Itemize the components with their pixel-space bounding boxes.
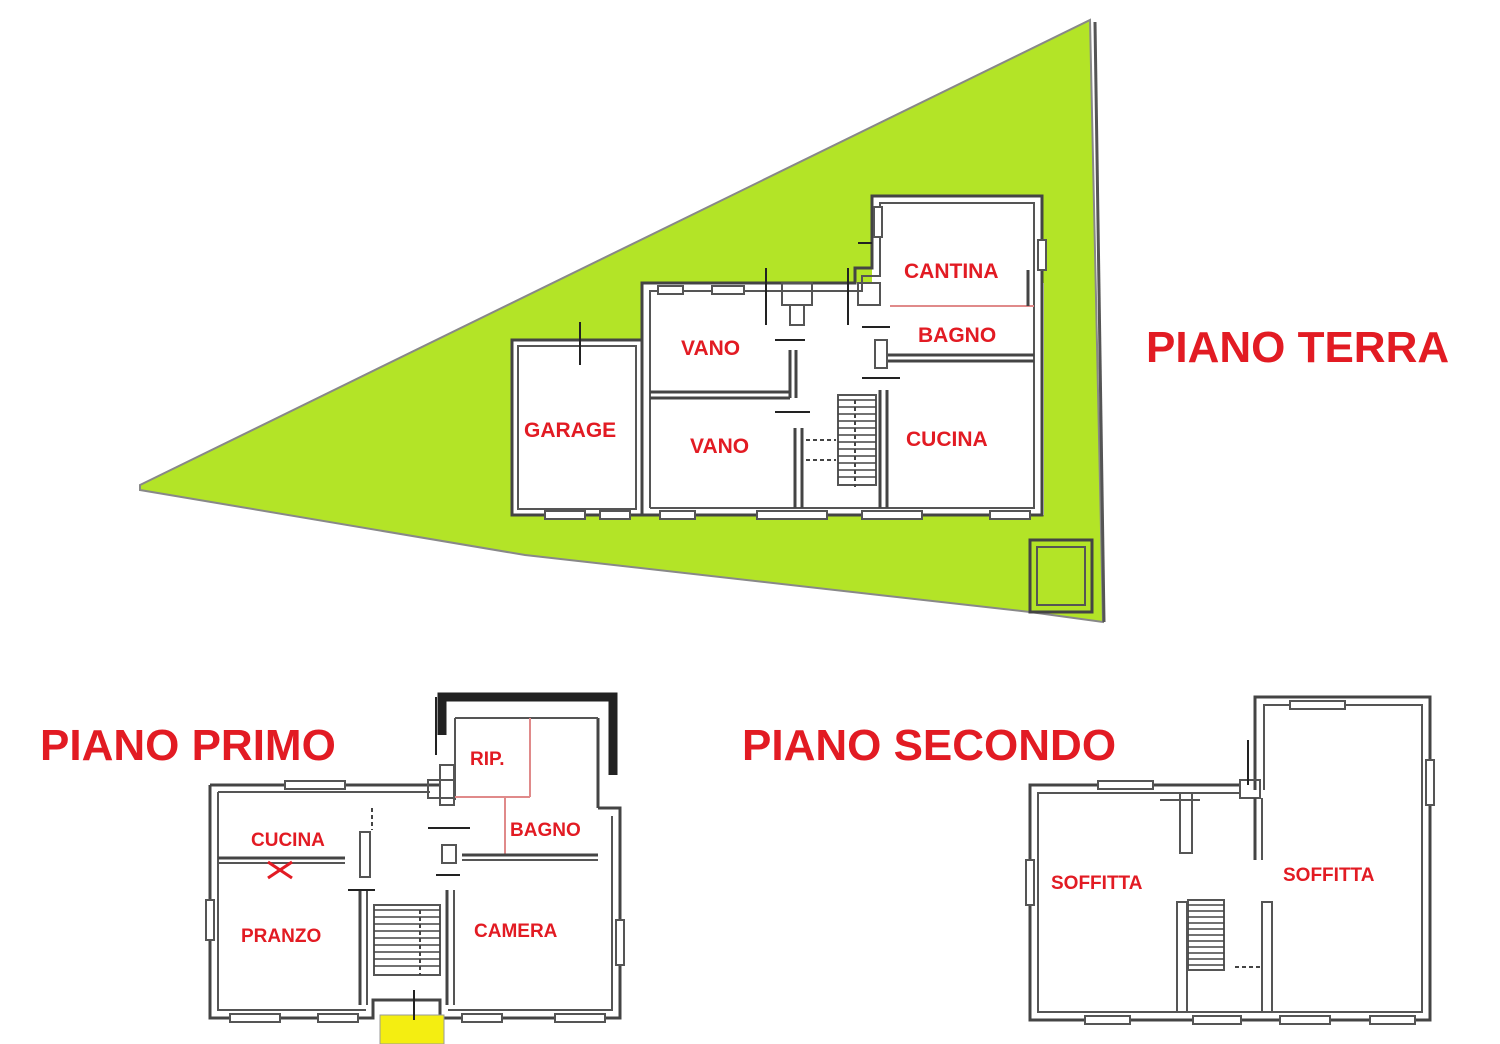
room-label-bagno: BAGNO xyxy=(918,324,996,347)
ground-floor-plan: PIANO TERRA CANTINA BAGNO VANO GARAGE VA… xyxy=(139,18,1449,624)
entrance-marker xyxy=(379,1014,445,1044)
house-outline xyxy=(510,194,1094,614)
room-label-soffitta-left: SOFFITTA xyxy=(1051,873,1143,894)
ground-stairs xyxy=(838,399,876,478)
ground-floor-title: PIANO TERRA xyxy=(1146,323,1449,372)
first-stairs xyxy=(374,909,440,967)
second-floor-plan: PIANO SECONDO SOFFITTA SOFFITTA xyxy=(742,695,1435,1025)
room-label-camera: CAMERA xyxy=(474,921,558,942)
first-floor-title: PIANO PRIMO xyxy=(40,721,336,770)
room-label-soffitta-right: SOFFITTA xyxy=(1283,865,1375,886)
room-label-vano-top: VANO xyxy=(681,337,740,360)
room-label-cucina-first: CUCINA xyxy=(251,830,325,851)
room-label-garage: GARAGE xyxy=(524,419,616,442)
room-label-cucina: CUCINA xyxy=(906,428,988,451)
room-label-cantina: CANTINA xyxy=(904,260,999,283)
room-label-rip: RIP. xyxy=(470,749,505,770)
room-label-pranzo: PRANZO xyxy=(241,926,321,947)
room-label-bagno-first: BAGNO xyxy=(510,820,581,841)
first-floor-plan: PIANO PRIMO RIP. BAGNO CUCINA PRANZO CAM… xyxy=(40,692,625,1044)
second-stairs xyxy=(1188,904,1224,966)
second-floor-title: PIANO SECONDO xyxy=(742,721,1116,770)
room-label-vano-bottom: VANO xyxy=(690,435,749,458)
